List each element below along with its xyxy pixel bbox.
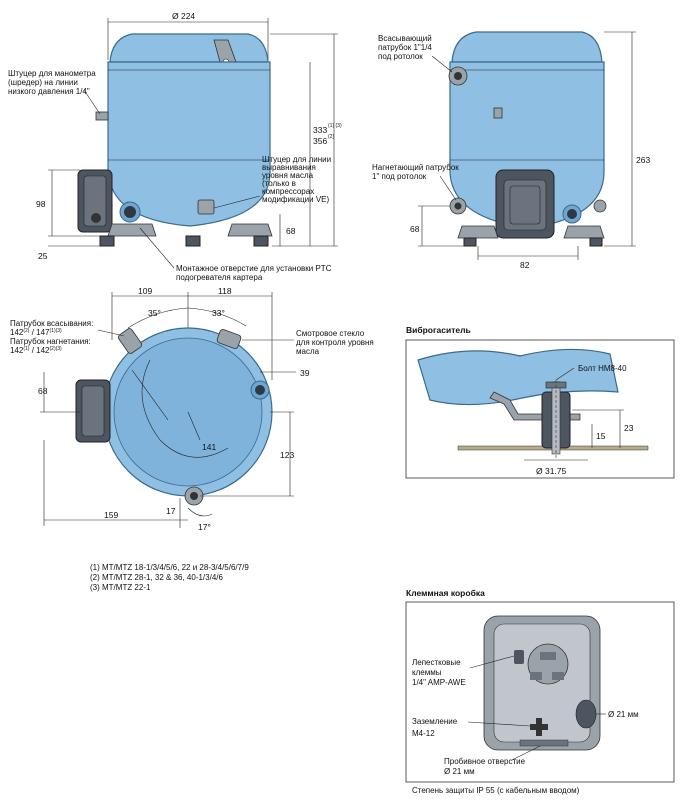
- angle-17: 17°: [198, 522, 211, 532]
- compressor-shell: [107, 61, 271, 227]
- dim-263: 263: [636, 155, 650, 165]
- damper-detail: Виброгаситель Болт HM8-40 15 23 Ø 31.75: [405, 325, 675, 479]
- dim-123: 123: [280, 450, 294, 460]
- dim-68-top: 68: [38, 386, 48, 396]
- dim-height-1: 333: [313, 125, 327, 135]
- foot-right: [227, 223, 273, 237]
- svg-text:низкого давления 1/4": низкого давления 1/4": [8, 87, 90, 96]
- knockout-side: [575, 699, 597, 729]
- svg-text:Лепестковые: Лепестковые: [412, 658, 461, 667]
- svg-text:(только в: (только в: [262, 179, 296, 188]
- svg-text:1/4" AMP-AWE: 1/4" AMP-AWE: [412, 678, 466, 687]
- dim-17: 17: [166, 506, 176, 516]
- svg-text:масла: масла: [296, 347, 320, 356]
- svg-text:патрубок 1"1/4: патрубок 1"1/4: [378, 43, 432, 52]
- svg-text:(шредер) на линии: (шредер) на линии: [8, 78, 78, 87]
- svg-text:модификации VE): модификации VE): [262, 195, 330, 204]
- svg-text:M4-12: M4-12: [412, 729, 435, 738]
- terminal-box-detail: Клеммная коробка Лепестковые клеммы 1/4"…: [405, 588, 675, 795]
- dim-68-front: 68: [286, 226, 296, 236]
- dim-109: 109: [138, 286, 152, 296]
- angle-35: 35°: [148, 308, 161, 318]
- dim-98: 98: [36, 199, 46, 209]
- svg-text:клеммы: клеммы: [412, 668, 442, 677]
- angle-33: 33°: [212, 308, 225, 318]
- svg-text:(2): (2): [328, 134, 334, 140]
- dim-width: Ø 224: [172, 11, 195, 21]
- terminal-tab: [514, 650, 524, 664]
- bolt-label: Болт HM8-40: [578, 364, 627, 373]
- svg-text:под ротолок: под ротолок: [378, 52, 423, 61]
- svg-text:Заземление: Заземление: [412, 717, 458, 726]
- dim-159: 159: [104, 510, 118, 520]
- suction-port-top: [117, 328, 143, 354]
- dim-82: 82: [520, 260, 530, 270]
- svg-text:для контроля уровня: для контроля уровня: [296, 338, 374, 347]
- svg-text:Штуцер для манометра: Штуцер для манометра: [8, 69, 96, 78]
- dim-15: 15: [596, 431, 606, 441]
- top-view: 109 118 35° 33° 39 123 68 141: [10, 286, 374, 532]
- dim-height-2: 356: [313, 136, 327, 146]
- protection-rating: Степень защиты IP 55 (с кабельным вводом…: [412, 786, 580, 795]
- dim-25: 25: [38, 251, 48, 261]
- svg-text:Нагнетающий патрубок: Нагнетающий патрубок: [372, 163, 459, 172]
- svg-text:компрессорах: компрессорах: [262, 187, 314, 196]
- side-dome: [451, 31, 603, 63]
- note-3: (3) MT/MTZ 22-1: [90, 583, 151, 592]
- svg-text:Монтажное отверстие для устано: Монтажное отверстие для установки PTC: [176, 264, 332, 273]
- side-view: 263 68 82 Всасывающий патрубок 1"1/4 под…: [372, 31, 650, 270]
- front-view: Ø 224 333 (1) (3) 356 (2): [8, 11, 342, 282]
- ground-icon: [530, 718, 548, 736]
- compressor-foot-shape: [417, 348, 619, 406]
- dim-23: 23: [624, 423, 634, 433]
- sight-glass-top: [216, 329, 242, 349]
- note-1: (1) MT/MTZ 18-1/3/4/5/6, 22 и 28-3/4/5/6…: [90, 563, 249, 572]
- svg-text:Ø 21 мм: Ø 21 мм: [444, 767, 475, 776]
- dim-39: 39: [300, 368, 310, 378]
- dim-118: 118: [218, 286, 232, 296]
- terminal-box-title: Клеммная коробка: [406, 588, 485, 598]
- footnotes: (1) MT/MTZ 18-1/3/4/5/6, 22 и 28-3/4/5/6…: [90, 563, 249, 592]
- dim-68-side: 68: [410, 224, 420, 234]
- dim-141: 141: [202, 442, 216, 452]
- svg-text:Пробивное отверстие: Пробивное отверстие: [444, 757, 526, 766]
- schrader-valve: [95, 111, 109, 121]
- svg-text:142(1) / 142(2)(3): 142(1) / 142(2)(3): [10, 346, 62, 355]
- svg-text:Штуцер для линии: Штуцер для линии: [262, 155, 331, 164]
- oil-fitting: [197, 199, 215, 215]
- svg-text:1" под ротолок: 1" под ротолок: [372, 172, 427, 181]
- svg-text:Патрубок всасывания:: Патрубок всасывания:: [10, 319, 93, 328]
- svg-text:подогревателя картера: подогревателя картера: [176, 273, 263, 282]
- foot-left: [107, 223, 157, 237]
- dim-diameter: Ø 31.75: [536, 466, 567, 476]
- svg-text:выравнивания: выравнивания: [262, 163, 316, 172]
- svg-text:142(2) / 147(1)(3): 142(2) / 147(1)(3): [10, 328, 62, 337]
- svg-text:Патрубок нагнетания:: Патрубок нагнетания:: [10, 337, 91, 346]
- note-2: (2) MT/MTZ 28-1, 32 & 36, 40-1/3/4/6: [90, 573, 223, 582]
- compressor-dome: [109, 33, 269, 63]
- svg-text:уровня масла: уровня масла: [262, 171, 314, 180]
- svg-text:Смотровое стекло: Смотровое стекло: [296, 329, 365, 338]
- svg-text:Ø 21 мм: Ø 21 мм: [608, 710, 639, 719]
- svg-text:(1) (3): (1) (3): [328, 123, 342, 129]
- damper-title: Виброгаситель: [406, 325, 471, 335]
- svg-text:Всасывающий: Всасывающий: [378, 34, 432, 43]
